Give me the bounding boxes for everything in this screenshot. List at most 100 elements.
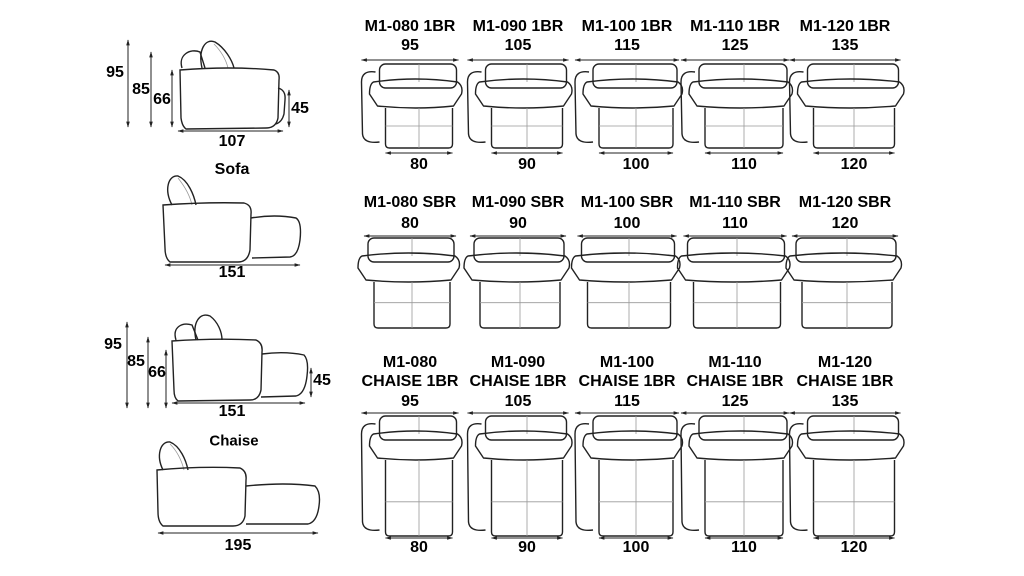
sofa-extended-side-view	[162, 175, 302, 267]
seat-cushion	[688, 78, 794, 109]
backrest	[698, 63, 788, 89]
seat-width-label: 120	[840, 156, 868, 173]
total-width-label: 115	[614, 393, 640, 410]
module-drawing	[360, 58, 463, 155]
backrest	[367, 237, 455, 263]
sofa-depth: 107	[218, 133, 246, 150]
module-name: M1-080	[382, 354, 438, 371]
backrest	[484, 415, 568, 441]
armrest	[788, 423, 808, 532]
total-width-label: 125	[721, 393, 749, 410]
total-width-label: 135	[831, 37, 859, 54]
seat-width-label: 100	[622, 539, 650, 556]
total-width-label: 120	[831, 215, 859, 232]
seat-cushion	[357, 252, 461, 283]
total-width-label: 135	[831, 393, 859, 410]
module-drawing	[357, 234, 461, 329]
total-width-label: 95	[401, 37, 419, 54]
module-name: M1-080 SBR	[363, 194, 457, 211]
sofa-total-height: 95	[106, 64, 124, 81]
armrest	[466, 71, 486, 144]
seat-cushion	[474, 78, 573, 109]
module-name: CHAISE 1BR	[796, 373, 894, 390]
sofa-seat-height: 45	[291, 100, 309, 117]
armrest	[574, 423, 594, 532]
total-width-label: 100	[613, 215, 641, 232]
total-width-label: 95	[401, 393, 419, 410]
backrest	[378, 415, 458, 441]
total-width-label: 125	[721, 37, 749, 54]
seat-width-label: 110	[731, 156, 757, 173]
module-name: M1-090	[490, 354, 546, 371]
seat-cushion	[676, 252, 791, 283]
total-width-label: 105	[504, 393, 532, 410]
seat-width-label: 120	[840, 539, 868, 556]
seat-width-label: 90	[518, 539, 536, 556]
armrest	[680, 423, 700, 532]
module-name: M1-080 1BR	[364, 18, 456, 35]
chaise-depth: 151	[218, 403, 246, 420]
seat-cushion	[796, 78, 905, 109]
module-drawing	[466, 411, 573, 540]
seat-cushion	[368, 430, 463, 461]
chaise-back-height: 85	[127, 353, 145, 370]
module-name: M1-120 1BR	[799, 18, 891, 35]
chaise-arm-height: 66	[148, 364, 166, 381]
backrest	[806, 415, 900, 441]
backrest	[698, 415, 788, 441]
module-name: CHAISE 1BR	[686, 373, 784, 390]
module-drawing	[360, 411, 463, 540]
seat-cushion	[688, 430, 794, 461]
chaise-extended-side-view	[156, 441, 321, 535]
module-name: CHAISE 1BR	[578, 373, 676, 390]
armrest	[574, 71, 594, 144]
module-drawing	[676, 234, 791, 329]
module-drawing	[574, 58, 684, 155]
armrest	[360, 423, 380, 532]
total-width-label: 90	[509, 215, 527, 232]
chaise-side-view	[125, 314, 313, 409]
total-width-label: 110	[722, 215, 748, 232]
chaise-seat-height: 45	[313, 372, 331, 389]
seat-width-label: 80	[410, 539, 428, 556]
backrest	[580, 237, 676, 263]
armrest	[360, 71, 380, 144]
module-drawing	[788, 58, 905, 155]
seat-cushion	[582, 78, 684, 109]
seat-cushion	[570, 252, 681, 283]
seat-width-label: 100	[622, 156, 650, 173]
module-name: CHAISE 1BR	[469, 373, 567, 390]
module-name: M1-100 SBR	[580, 194, 674, 211]
module-name: M1-090 SBR	[471, 194, 565, 211]
module-name: M1-100	[599, 354, 655, 371]
sofa-extended-depth: 151	[218, 264, 246, 281]
module-name: M1-110 1BR	[690, 18, 780, 35]
backrest	[484, 63, 568, 89]
seat-cushion	[463, 252, 571, 283]
seat-cushion	[368, 78, 463, 109]
module-name: M1-100 1BR	[581, 18, 673, 35]
backrest	[592, 63, 678, 89]
module-drawing	[466, 58, 573, 155]
module-name: M1-120	[817, 354, 873, 371]
total-width-label: 115	[614, 37, 640, 54]
seat-width-label: 80	[410, 156, 428, 173]
total-width-label: 105	[504, 37, 532, 54]
chaise-extended-depth: 195	[224, 537, 252, 554]
backrest	[686, 237, 786, 263]
module-name: CHAISE 1BR	[361, 373, 459, 390]
module-drawing	[788, 411, 905, 540]
seat-cushion	[582, 430, 684, 461]
module-name: M1-110	[708, 354, 762, 371]
module-drawing	[574, 411, 684, 540]
module-drawing	[570, 234, 681, 329]
chaise-total-height: 95	[104, 336, 122, 353]
backrest	[795, 237, 897, 263]
armrest	[788, 71, 808, 144]
armrest	[466, 423, 486, 532]
sofa-back-height: 85	[132, 81, 150, 98]
seat-cushion	[796, 430, 905, 461]
module-drawing	[463, 234, 571, 329]
seat-width-label: 110	[731, 539, 757, 556]
